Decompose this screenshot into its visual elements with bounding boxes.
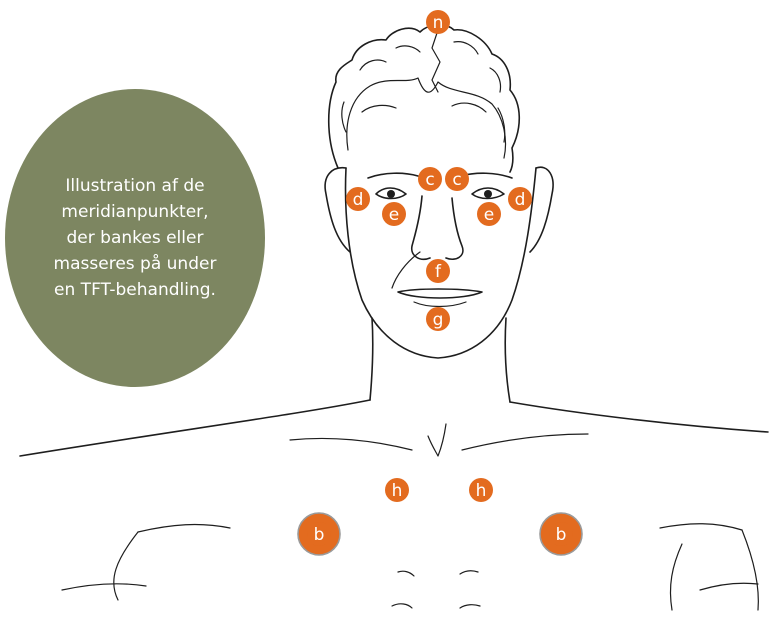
point-d-left-label: d: [353, 190, 364, 210]
left-arm: [114, 532, 138, 600]
point-d-right-label: d: [515, 190, 526, 210]
point-g-marker: g: [426, 307, 450, 331]
point-n-label: n: [433, 13, 444, 33]
point-h-right-marker: h: [469, 478, 493, 502]
point-c-right-label: c: [452, 170, 461, 190]
right-shoulder: [510, 402, 768, 432]
hair-outline: [329, 25, 520, 172]
point-b-right-label: b: [556, 525, 567, 545]
point-h-left-label: h: [392, 481, 403, 501]
left-shoulder: [20, 400, 370, 456]
point-g-label: g: [433, 310, 444, 330]
point-b-right-marker: b: [540, 513, 582, 555]
point-b-left-label: b: [314, 525, 325, 545]
point-f-label: f: [435, 262, 442, 282]
left-eye: [376, 188, 406, 199]
neck-right: [505, 318, 510, 402]
point-e-left-marker: e: [382, 202, 406, 226]
right-eye: [472, 188, 504, 199]
point-e-right-marker: e: [477, 202, 501, 226]
left-collarbone: [290, 438, 412, 450]
right-arm: [670, 530, 758, 610]
right-ear: [530, 167, 553, 252]
point-d-left-marker: d: [346, 187, 370, 211]
point-c-left-marker: c: [418, 167, 442, 191]
neck-left: [370, 318, 373, 400]
point-n-marker: n: [426, 10, 450, 34]
caption-text: Illustration af de meridianpunkter, der …: [48, 173, 223, 303]
mouth: [398, 289, 482, 298]
left-pectoral: [62, 525, 230, 590]
point-h-left-marker: h: [385, 478, 409, 502]
nose: [412, 196, 463, 259]
point-h-right-label: h: [476, 481, 487, 501]
suprasternal-notch: [428, 424, 446, 456]
caption-bubble: Illustration af de meridianpunkter, der …: [5, 89, 265, 387]
point-d-right-marker: d: [508, 187, 532, 211]
abdomen-lines: [392, 571, 480, 608]
point-c-right-marker: c: [445, 167, 469, 191]
point-f-marker: f: [426, 259, 450, 283]
left-eyebrow: [368, 173, 418, 178]
point-c-left-label: c: [425, 170, 434, 190]
point-e-left-label: e: [389, 205, 399, 225]
lower-lip: [414, 302, 466, 307]
point-b-left-marker: b: [298, 513, 340, 555]
point-e-right-label: e: [484, 205, 494, 225]
right-collarbone: [462, 434, 588, 450]
